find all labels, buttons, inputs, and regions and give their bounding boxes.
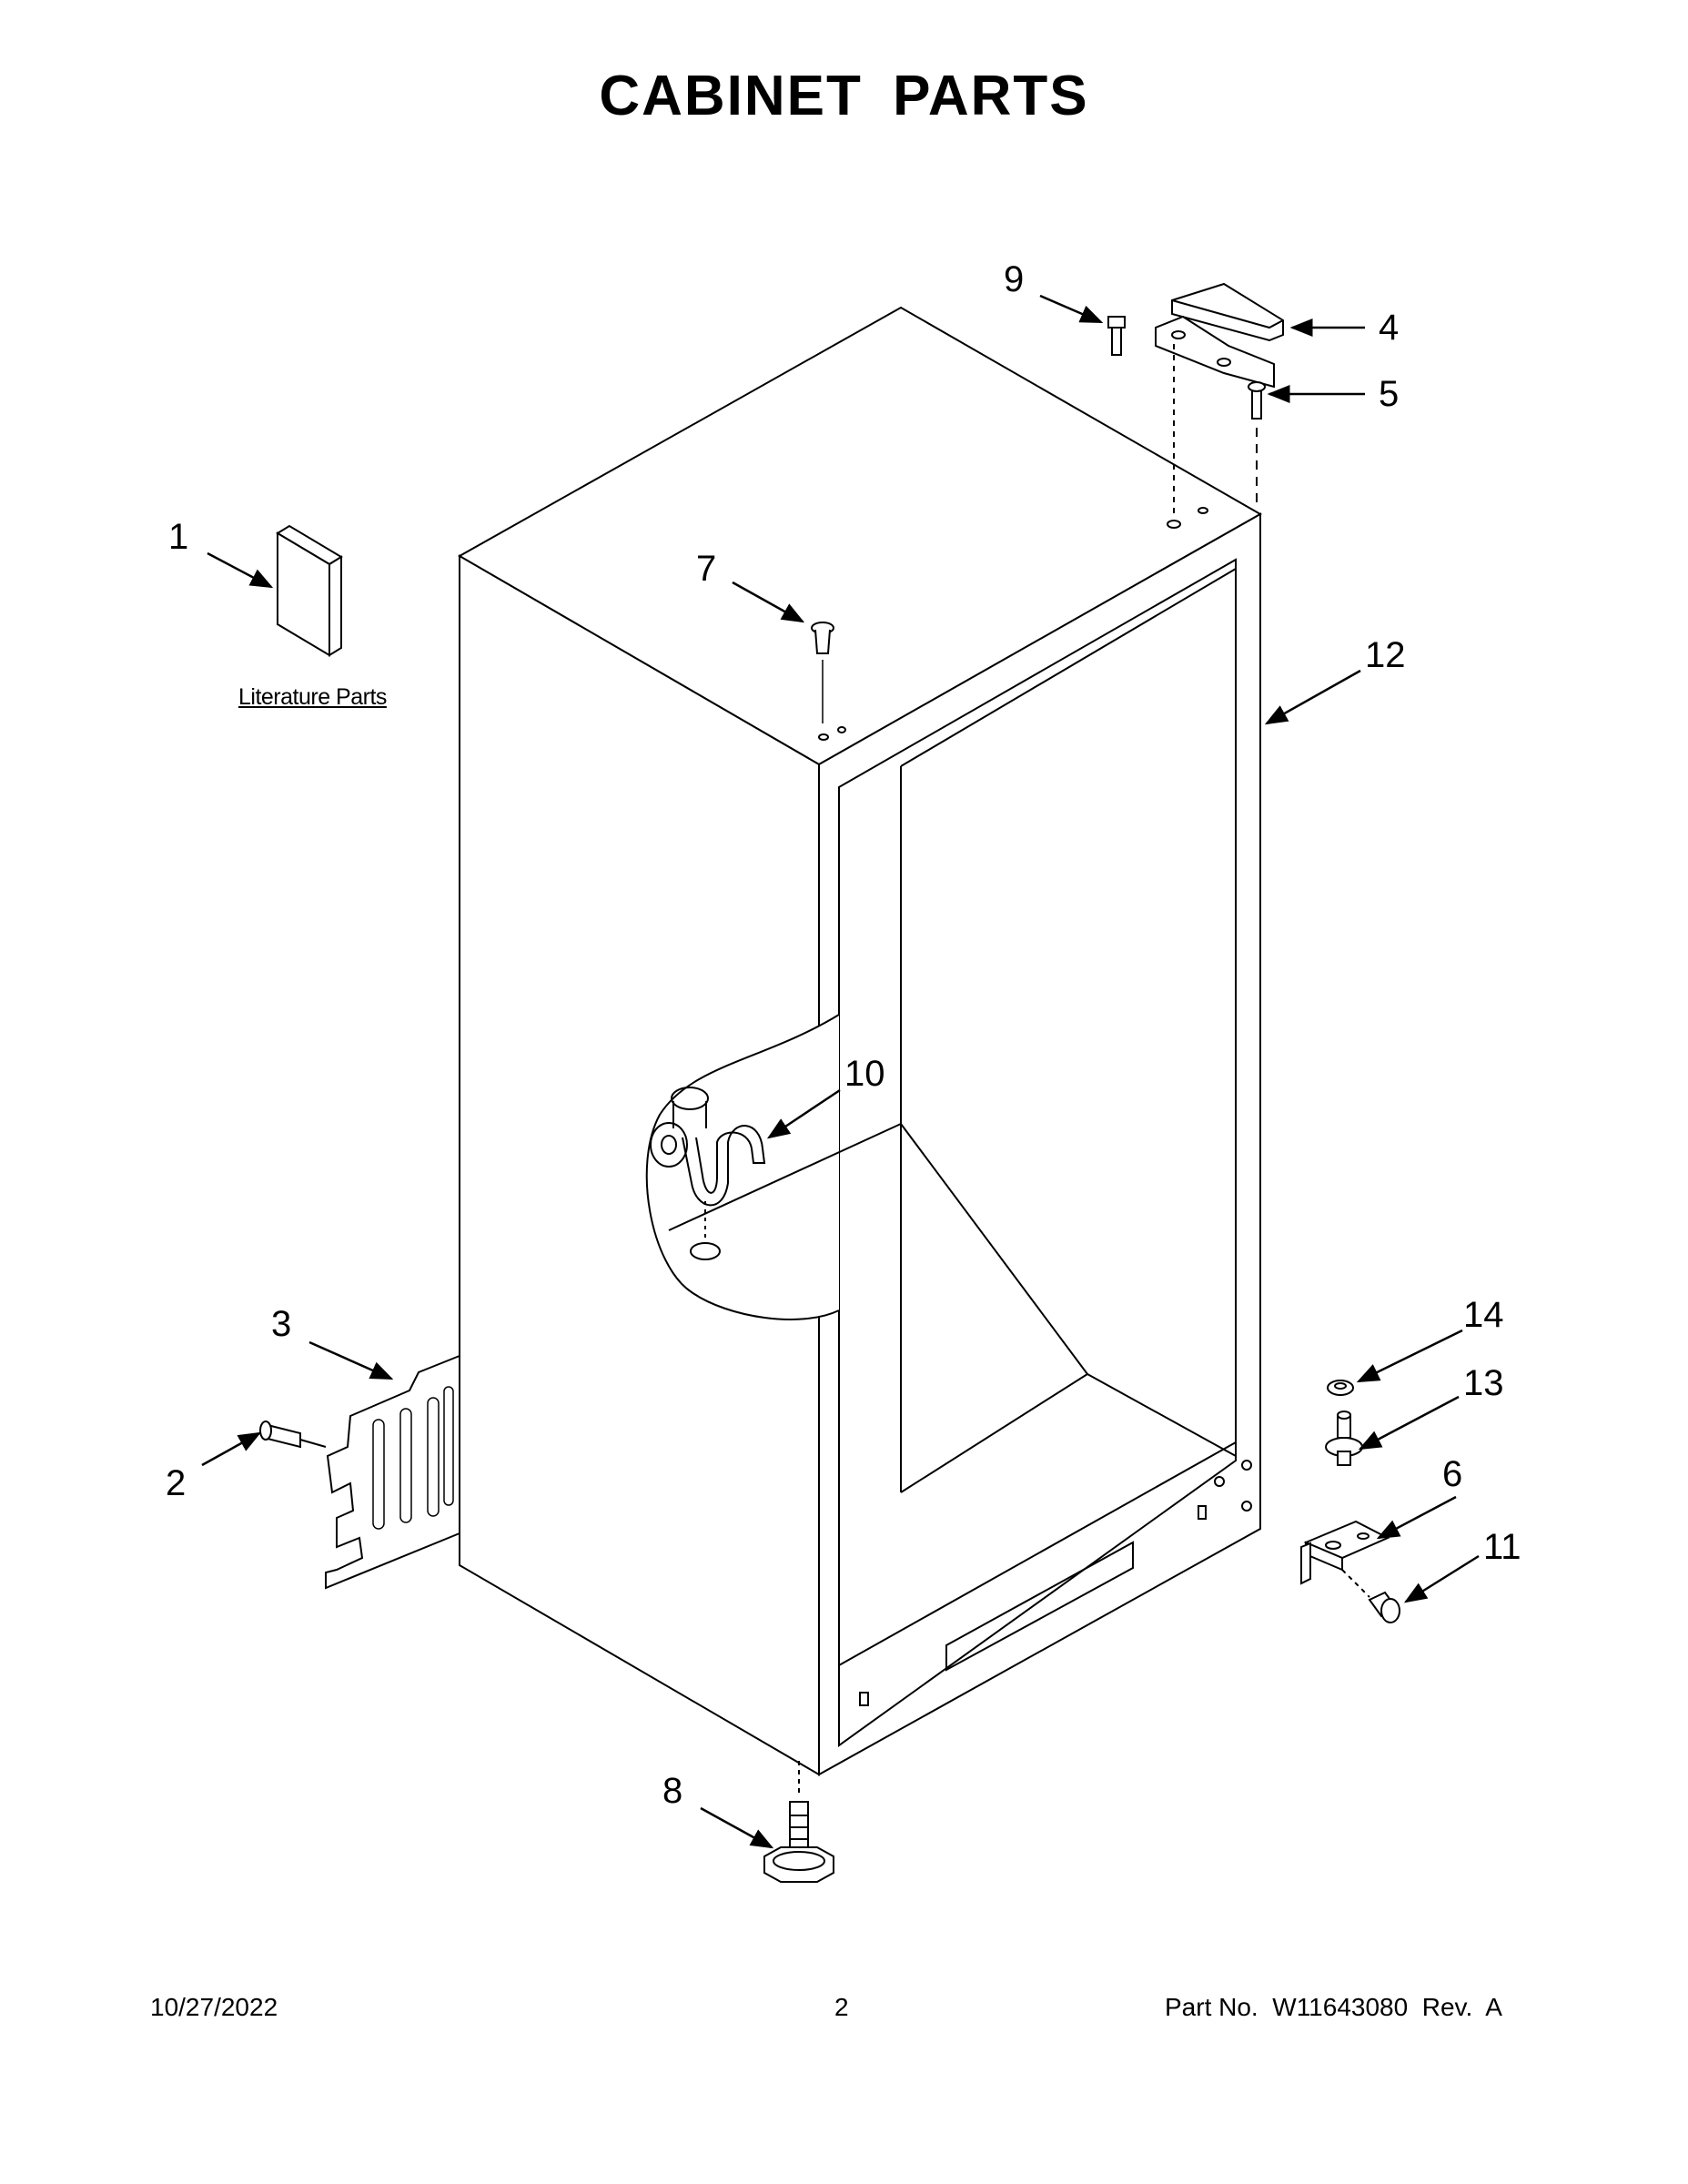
callout-5: 5 <box>1379 374 1400 414</box>
hinge-cover <box>1171 282 1284 342</box>
callout-10: 10 <box>844 1054 885 1094</box>
callout-9: 9 <box>1004 259 1025 299</box>
cutaway-section <box>645 1014 902 1320</box>
footer-page-number: 2 <box>834 1993 849 2021</box>
callout-14: 14 <box>1463 1295 1504 1335</box>
callout-12: 12 <box>1365 635 1406 675</box>
callout-6: 6 <box>1442 1454 1463 1494</box>
panel-screw <box>259 1421 327 1449</box>
bottom-hinge-screw <box>1368 1591 1400 1623</box>
literature-booklet <box>276 524 343 657</box>
top-plug <box>811 622 834 723</box>
literature-parts-label: Literature Parts <box>238 684 387 710</box>
hinge-pin <box>1325 1410 1363 1466</box>
callout-13: 13 <box>1463 1363 1504 1403</box>
callout-8: 8 <box>662 1771 683 1811</box>
footer-date: 10/27/2022 <box>150 1993 278 2021</box>
top-hinge <box>1155 315 1275 519</box>
callout-3: 3 <box>271 1304 292 1344</box>
callout-11: 11 <box>1483 1527 1521 1567</box>
callout-4: 4 <box>1379 308 1400 348</box>
panel-vent-slots <box>372 1386 454 1530</box>
callout-2: 2 <box>166 1463 187 1503</box>
hinge-screw <box>1107 316 1126 356</box>
footer-part-number: Part No. W11643080 Rev. A <box>1165 1993 1502 2021</box>
leveling-leg <box>763 1761 834 1883</box>
leader-arrows <box>201 294 1480 1849</box>
callout-1: 1 <box>168 517 189 557</box>
drain-tube-assembly <box>650 1087 766 1242</box>
washer <box>1327 1380 1354 1396</box>
rear-access-panel <box>325 1354 460 1590</box>
bottom-hinge <box>1300 1520 1390 1598</box>
callout-7: 7 <box>696 549 717 589</box>
page-title: CABINET PARTS <box>599 65 1089 127</box>
cabinet-outline <box>457 306 1263 1776</box>
